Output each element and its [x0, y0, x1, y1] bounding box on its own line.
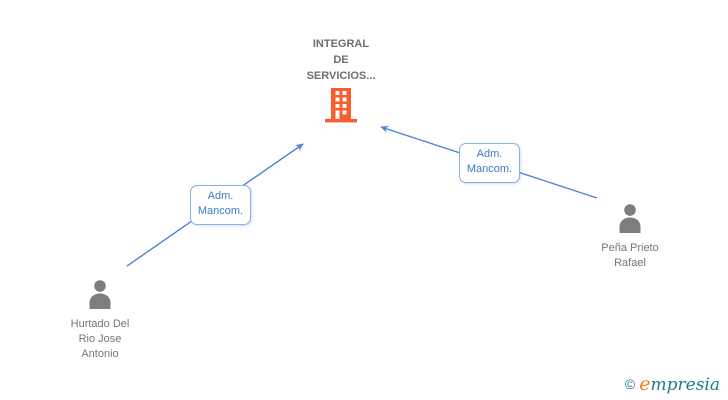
edge-label-line: Adm.: [476, 148, 503, 160]
brand-wordmark: empresia: [639, 373, 721, 395]
edge-label-line: Adm.: [207, 190, 234, 202]
person-name-line: Rio Jose: [78, 333, 122, 345]
edge-label-line: Mancom.: [466, 163, 513, 175]
person-name: Peña Prieto Rafael: [570, 241, 690, 271]
company-name-line: DE: [333, 54, 349, 66]
copyright-icon: ©: [624, 376, 636, 392]
company-name-line: SERVICIOS...: [306, 70, 376, 82]
company-name-line: INTEGRAL: [312, 38, 370, 50]
brand-initial: e: [639, 373, 651, 395]
person-name-line: Peña Prieto: [601, 242, 659, 254]
person-name: Hurtado Del Rio Jose Antonio: [40, 317, 160, 362]
edge-label-line: Mancom.: [197, 205, 244, 217]
building-icon: [271, 88, 411, 128]
person-name-line: Antonio: [81, 348, 119, 360]
empresia-logo[interactable]: ©empresia: [625, 373, 720, 395]
person-icon: [40, 280, 160, 314]
person-icon: [570, 204, 690, 238]
brand-rest: mpresia: [650, 375, 721, 395]
person-name-line: Hurtado Del: [70, 318, 130, 330]
person-node-pena[interactable]: Peña Prieto Rafael: [570, 204, 690, 271]
edge-label-adm-mancom-2: Adm. Mancom.: [459, 143, 520, 183]
person-name-line: Rafael: [614, 257, 646, 269]
person-node-hurtado[interactable]: Hurtado Del Rio Jose Antonio: [40, 280, 160, 362]
edge-label-adm-mancom-1: Adm. Mancom.: [190, 185, 251, 225]
company-name: INTEGRAL DE SERVICIOS...: [271, 36, 411, 84]
company-node[interactable]: INTEGRAL DE SERVICIOS...: [271, 36, 411, 132]
